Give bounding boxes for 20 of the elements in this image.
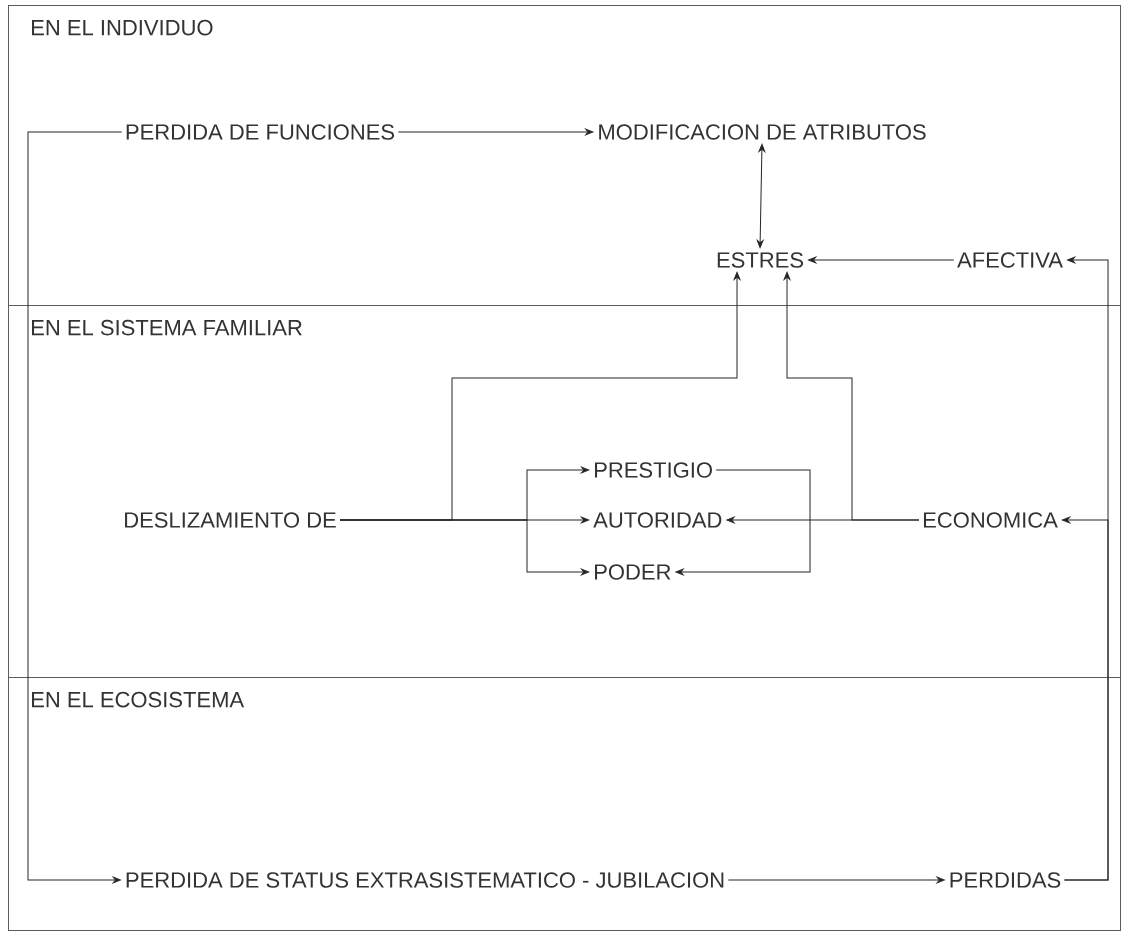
arrow [397,128,594,136]
label-text: AFECTIVA [957,252,1063,268]
arrow [727,876,945,884]
label-text: DESLIZAMIENTO DE [125,512,336,528]
label-text: ECONOMICA [924,512,1058,528]
arrow [1061,516,1109,881]
arrow [339,519,590,576]
label-text: MODIFICACION DE ATRIBUTOS [599,124,926,140]
label-text: PRESTIGIO [595,462,712,478]
label-text: PERDIDAS [950,872,1061,888]
arrow [756,143,766,249]
label-text: PERDIDA DE FUNCIONES [126,124,395,140]
arrow [808,256,955,264]
label-text: ESTRES [717,252,803,268]
arrow [675,469,811,576]
arrow [27,131,123,884]
label-text: PODER [595,564,671,580]
label-text: PERDIDA DE STATUS EXTRASISTEMATICO - JUBILACION [126,872,724,888]
arrow [783,271,920,521]
label-text: AUTORIDAD [593,512,722,528]
